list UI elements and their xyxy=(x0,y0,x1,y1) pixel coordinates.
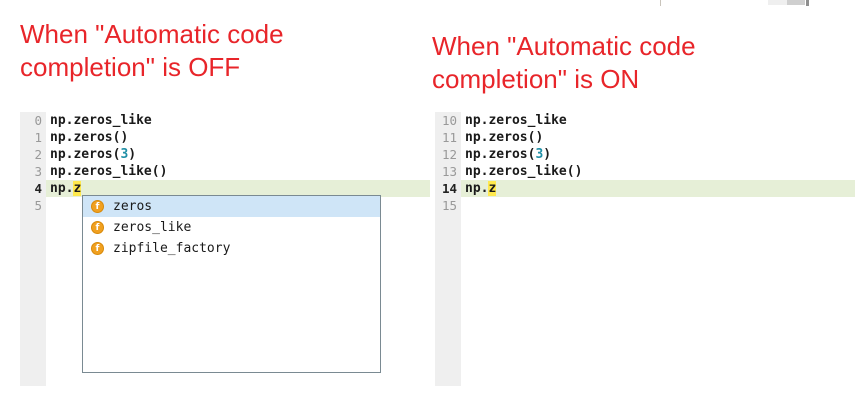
line-content: np.zeros_like() xyxy=(50,164,168,179)
code-editor-on[interactable]: 10 np.zeros_like 11 np.zeros() 12 np.zer… xyxy=(435,112,855,386)
line-content: np.zeros() xyxy=(465,130,544,145)
code-line[interactable]: 15 xyxy=(435,197,855,214)
function-icon: f xyxy=(91,221,104,234)
window-edge-artifact xyxy=(0,0,864,7)
line-number: 5 xyxy=(34,198,42,213)
line-number: 4 xyxy=(34,181,42,196)
caret-prefix: np. xyxy=(465,181,489,196)
line-number: 15 xyxy=(441,198,457,213)
numeric-literal: 3 xyxy=(120,147,129,162)
panel-title-on: When "Automatic code completion" is ON xyxy=(432,31,696,94)
line-content: np.zeros_like xyxy=(50,113,152,128)
code-line[interactable]: 12 np.zeros(3) xyxy=(435,146,855,163)
code-line[interactable]: 0 np.zeros_like xyxy=(20,112,430,129)
line-number: 2 xyxy=(34,147,42,162)
artifact-tick xyxy=(660,0,661,6)
artifact-chip-b xyxy=(787,0,805,5)
code-line-list: 0 np.zeros_like 1 np.zeros() 2 np.zeros(… xyxy=(20,112,430,214)
current-line-highlight xyxy=(46,180,430,197)
line-number: 13 xyxy=(441,164,457,179)
panel-completion-on: When "Automatic code completion" is ON 1… xyxy=(430,0,864,410)
caret-prefix: np. xyxy=(50,181,74,196)
code-line[interactable]: 13 np.zeros_like() xyxy=(435,163,855,180)
line-number: 0 xyxy=(34,113,42,128)
panel-title-off: When "Automatic code completion" is OFF xyxy=(20,19,284,82)
line-number-gutter xyxy=(20,112,46,386)
code-line[interactable]: 10 np.zeros_like xyxy=(435,112,855,129)
caret-word-highlight: z xyxy=(488,181,497,196)
completion-item-label: zipfile_factory xyxy=(113,241,231,256)
line-content: np.zeros(3) xyxy=(465,147,552,162)
completion-item-list: f zeros f zeros_like f zipfile_factory xyxy=(83,196,380,372)
completion-popup-off[interactable]: f zeros f zeros_like f zipfile_factory xyxy=(82,195,381,373)
numeric-literal: 3 xyxy=(535,147,544,162)
caret-word-highlight: z xyxy=(73,181,82,196)
function-icon: f xyxy=(91,242,104,255)
line-number: 10 xyxy=(441,113,457,128)
line-number: 1 xyxy=(34,130,42,145)
line-content: np.zeros_like() xyxy=(465,164,583,179)
function-icon: f xyxy=(91,200,104,213)
panel-completion-off: When "Automatic code completion" is OFF … xyxy=(0,0,430,410)
line-content: np.zeros(3) xyxy=(50,147,137,162)
code-line-list: 10 np.zeros_like 11 np.zeros() 12 np.zer… xyxy=(435,112,855,214)
completion-item[interactable]: f zipfile_factory xyxy=(83,238,380,259)
line-content: np.zeros() xyxy=(50,130,129,145)
code-line-current[interactable]: 4 np.z xyxy=(20,180,430,197)
completion-item[interactable]: f zeros xyxy=(83,196,380,217)
line-number: 11 xyxy=(441,130,457,145)
artifact-chip-c xyxy=(806,0,809,6)
line-number: 3 xyxy=(34,164,42,179)
code-line[interactable]: 11 np.zeros() xyxy=(435,129,855,146)
line-content: np.zeros_like xyxy=(465,113,567,128)
artifact-chip-a xyxy=(768,0,787,5)
code-editor-off[interactable]: 0 np.zeros_like 1 np.zeros() 2 np.zeros(… xyxy=(20,112,430,386)
line-number: 12 xyxy=(441,147,457,162)
line-content: np.z xyxy=(465,180,497,197)
completion-item-label: zeros xyxy=(113,199,153,214)
line-number: 14 xyxy=(441,181,457,196)
code-line[interactable]: 3 np.zeros_like() xyxy=(20,163,430,180)
current-line-highlight xyxy=(461,180,855,197)
line-number-gutter xyxy=(435,112,461,386)
code-line[interactable]: 5 xyxy=(20,197,430,214)
code-line-current[interactable]: 14 np.z xyxy=(435,180,855,197)
line-content: np.z xyxy=(50,180,82,197)
completion-item-label: zeros_like xyxy=(113,220,192,235)
completion-item[interactable]: f zeros_like xyxy=(83,217,380,238)
code-line[interactable]: 1 np.zeros() xyxy=(20,129,430,146)
code-line[interactable]: 2 np.zeros(3) xyxy=(20,146,430,163)
